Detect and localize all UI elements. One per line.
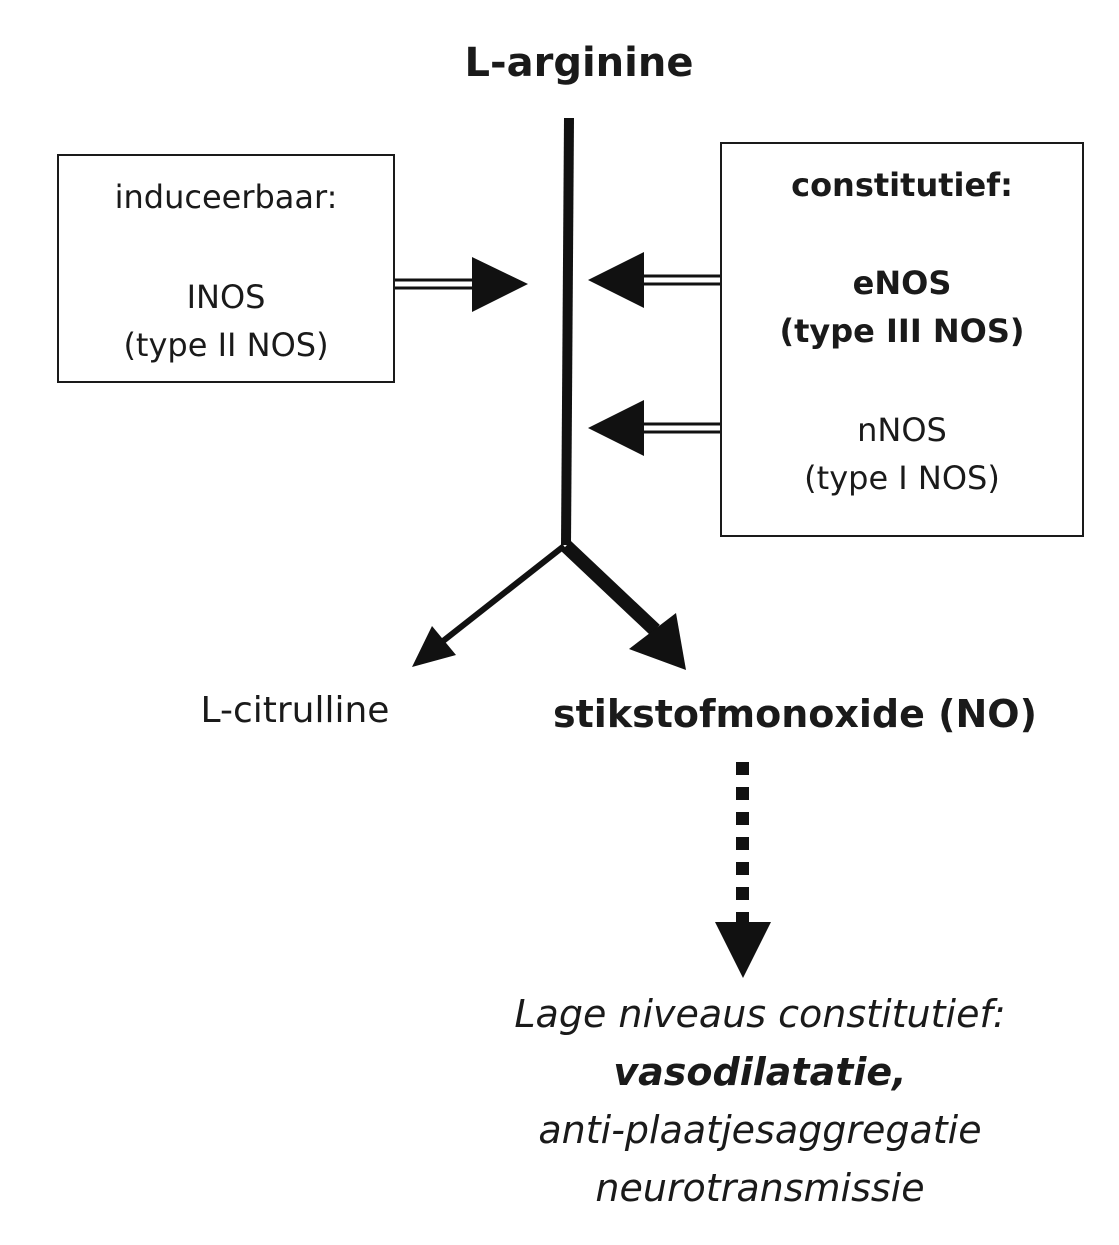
nnos-name: nNOS	[857, 411, 947, 449]
inducible-heading: induceerbaar:	[114, 178, 338, 216]
enos-type: (type III NOS)	[779, 312, 1025, 350]
citrulline-label: L-citrulline	[200, 690, 390, 731]
no-arrow	[561, 540, 686, 670]
effect-vasodilation: vasodilatatie,	[613, 1050, 907, 1094]
effect-antiplatelet: anti-plaatjesaggregatie	[538, 1108, 982, 1152]
nitric-oxide-label: stikstofmonoxide (NO)	[553, 692, 1037, 736]
enos-name: eNOS	[852, 264, 952, 302]
inducible-nos-box: induceerbaar: INOS (type II NOS)	[57, 154, 395, 383]
nnos-type: (type I NOS)	[804, 459, 1000, 497]
constitutive-nos-box: constitutief: eNOS (type III NOS) nNOS (…	[720, 142, 1084, 537]
citrulline-arrow	[412, 543, 566, 667]
inos-type: (type II NOS)	[123, 326, 329, 364]
effects-heading: Lage niveaus constitutief:	[514, 992, 1006, 1036]
effect-dotted-arrow	[715, 762, 771, 978]
inos-arrow	[395, 257, 528, 312]
effect-neurotransmission: neurotransmissie	[595, 1166, 925, 1210]
nnos-arrow	[588, 400, 720, 456]
enos-arrow	[588, 252, 720, 308]
main-pathway-line	[561, 117, 574, 546]
substrate-label: L-arginine	[464, 40, 694, 86]
inos-name: INOS	[186, 278, 266, 316]
constitutive-heading: constitutief:	[791, 166, 1013, 204]
